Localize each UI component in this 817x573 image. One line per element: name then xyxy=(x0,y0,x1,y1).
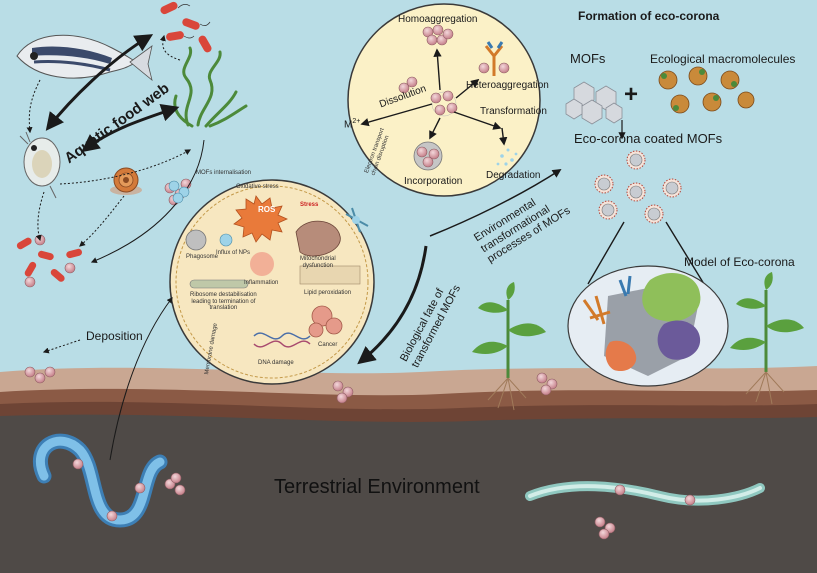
eco-corona-model xyxy=(567,265,729,387)
mof-crystal-cluster xyxy=(168,180,190,204)
daphnia-icon xyxy=(19,131,61,199)
incorporation-label: Incorporation xyxy=(404,176,463,187)
plus-sign: + xyxy=(624,81,639,108)
degradation-label: Degradation xyxy=(486,170,541,181)
model-eco-corona-label: Model of Eco-corona xyxy=(684,255,795,269)
mito-line-1: Mitochondrial xyxy=(300,256,336,262)
cancer-label: Cancer xyxy=(318,342,338,348)
ribosome-label: Ribosome destabilisation leading to term… xyxy=(190,292,257,312)
m2-symbol: M xyxy=(344,119,353,131)
electron-transport-icon xyxy=(345,207,369,233)
zoom-lines xyxy=(587,221,705,285)
soil-deep-layer xyxy=(0,414,817,573)
m2-superscript: 2+ xyxy=(352,118,361,125)
mof-crystals-icon xyxy=(565,81,623,125)
ecological-macromolecules-label: Ecological macromolecules xyxy=(650,52,796,66)
snail-icon xyxy=(110,167,142,195)
food-web-arrows xyxy=(26,34,205,263)
cell-damage-circle xyxy=(169,179,375,385)
transformation-circle xyxy=(347,3,541,197)
terrestrial-environment-label: Terrestrial Environment xyxy=(274,476,480,498)
ribo-line-1: Ribosome destabilisation xyxy=(190,292,257,298)
phagosome-label: Phagosome xyxy=(186,254,219,260)
mito-line-2: dysfunction xyxy=(302,262,334,269)
ribo-line-2: leading to termination of xyxy=(191,298,256,305)
inflammation-label: Inflammation xyxy=(244,280,279,286)
oxidative-stress-label: Oxidative stress xyxy=(236,184,279,190)
macromolecules-icon xyxy=(658,66,755,114)
transformation-label: Transformation xyxy=(480,106,547,117)
homoaggregation-label: Homoaggregation xyxy=(398,14,478,25)
influx-label: Influx of NPs xyxy=(216,250,251,256)
heteroaggregation-label: Heteroaggregation xyxy=(466,80,549,91)
ros-label: ROS xyxy=(258,205,276,214)
nematode-icon xyxy=(525,481,765,506)
earthworm-icon xyxy=(32,433,168,528)
ribo-line-3: translation xyxy=(209,305,238,312)
plant-left-icon xyxy=(472,282,546,411)
bacteria-cluster-icon xyxy=(16,234,82,288)
bacteria-icon xyxy=(160,1,212,53)
dna-damage-label: DNA damage xyxy=(258,360,294,366)
formation-eco-corona-title: Formation of eco-corona xyxy=(578,9,720,23)
m2-label: M2+ xyxy=(344,118,360,130)
mitochondrial-label: Mitochondrial dysfunction xyxy=(300,256,336,269)
process-arrows xyxy=(42,120,626,461)
deposition-label: Deposition xyxy=(86,329,143,343)
eco-corona-coated-label: Eco-corona coated MOFs xyxy=(574,131,723,146)
lipid-peroxidation-label: Lipid peroxidation xyxy=(304,290,352,296)
stress-label: Stress xyxy=(300,202,319,208)
mofs-internalisation-label: MOFs internalisation xyxy=(196,170,252,176)
plant-right-icon xyxy=(730,272,804,405)
mofs-label: MOFs xyxy=(570,51,606,66)
